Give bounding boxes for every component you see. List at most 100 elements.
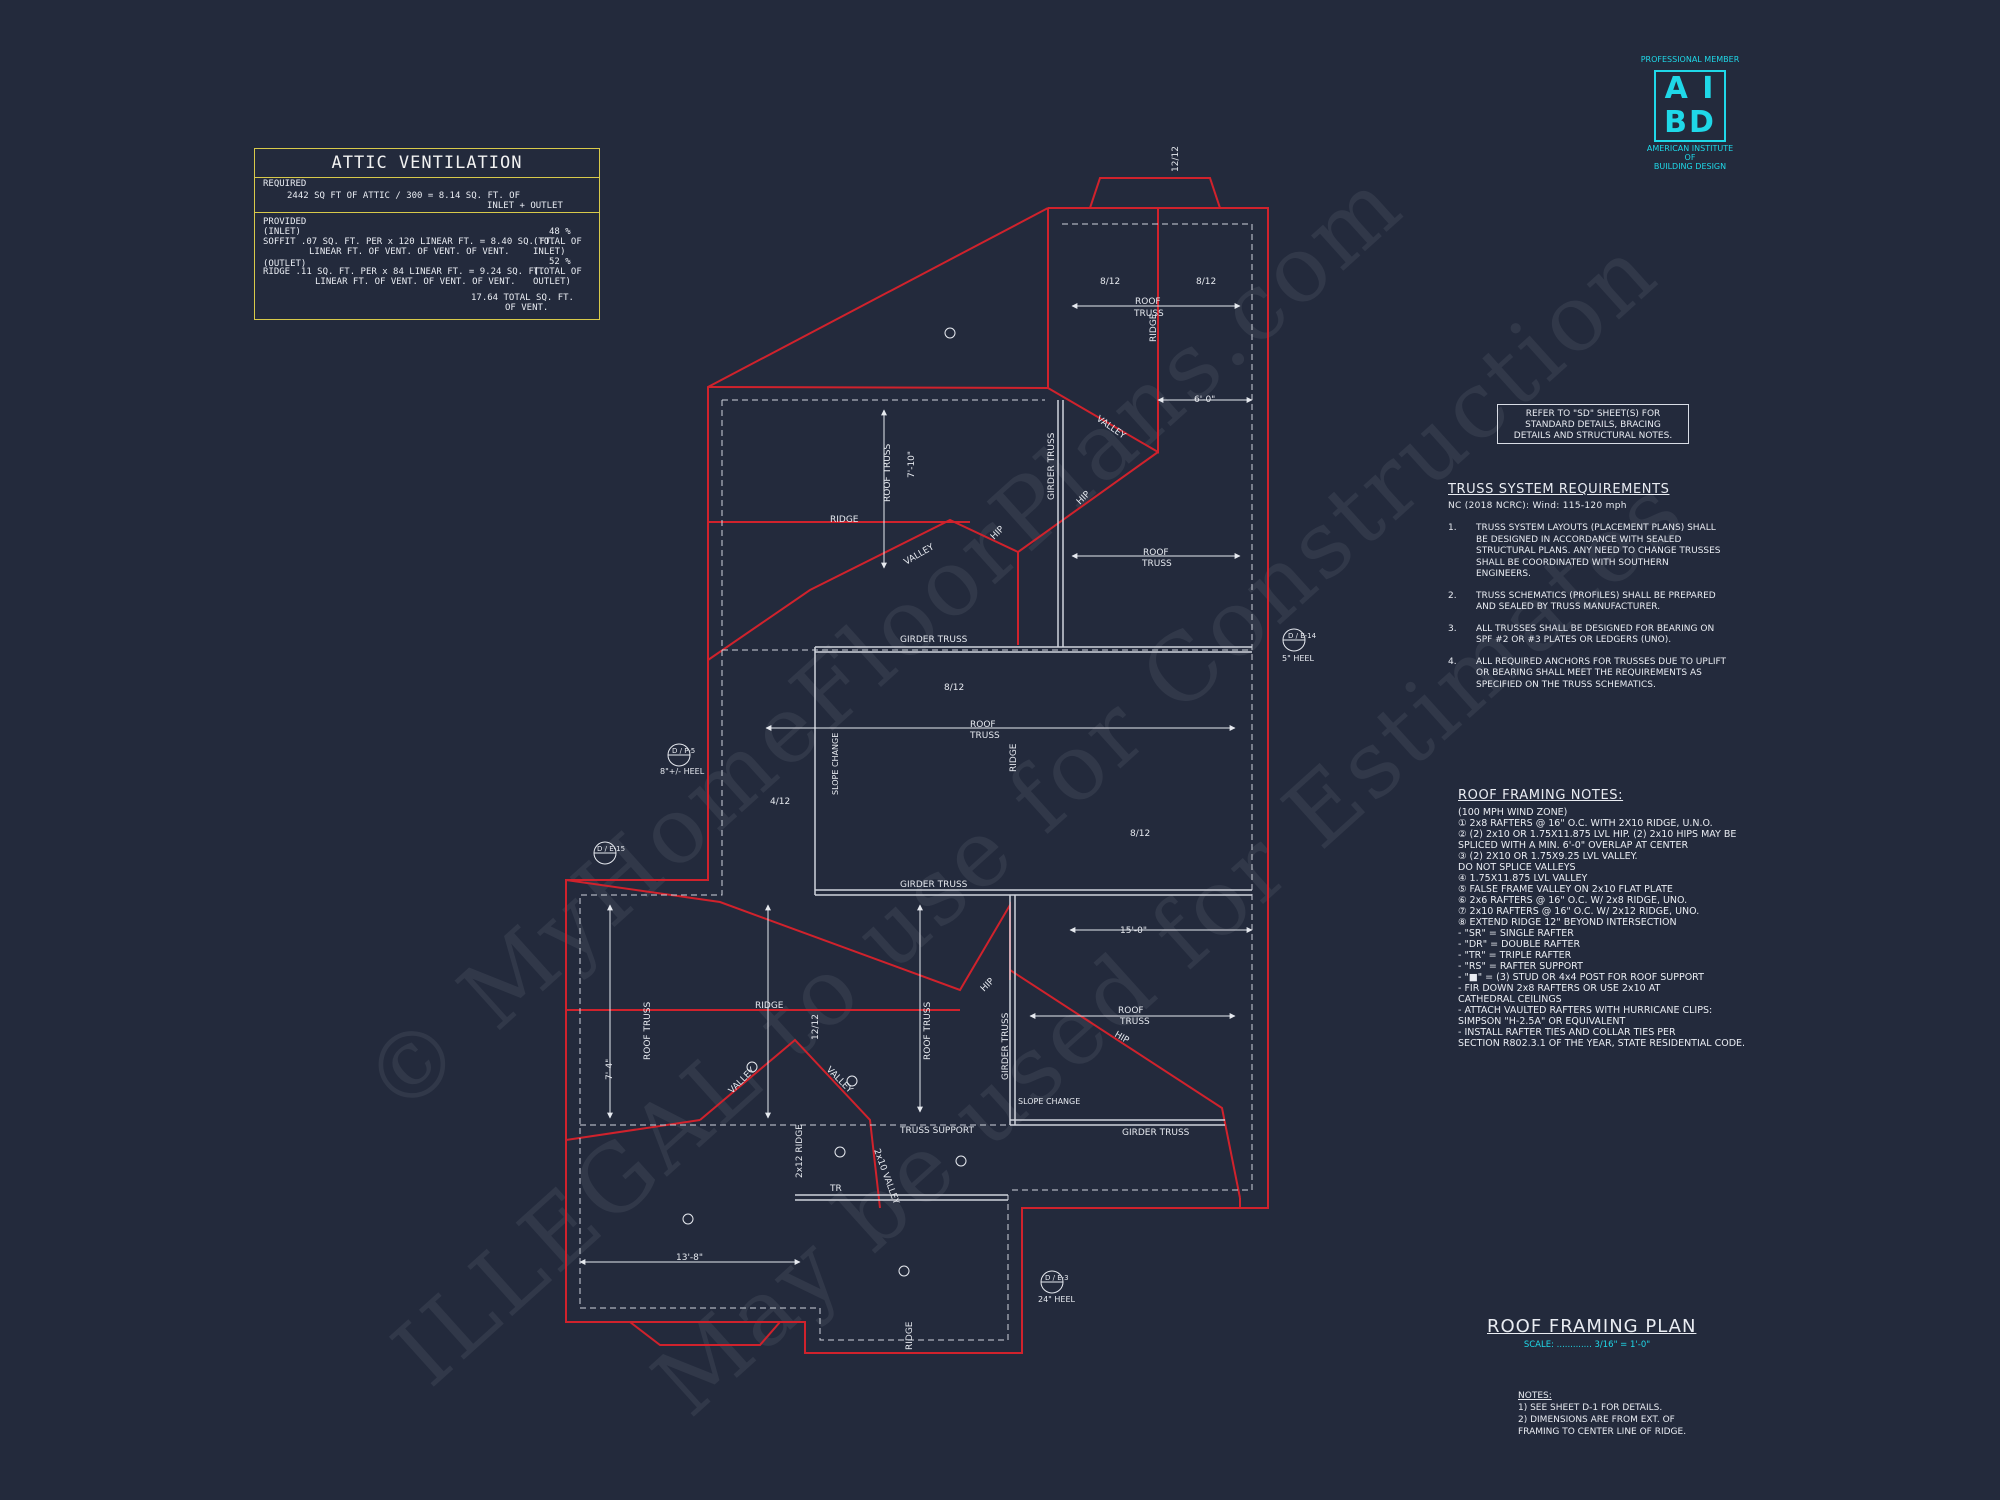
label-pitch: 8/12 xyxy=(944,683,964,693)
label-dim: 13'-8" xyxy=(676,1253,703,1263)
attic-required-line: 2442 SQ FT OF ATTIC / 300 = 8.14 SQ. FT.… xyxy=(287,191,520,201)
label-ridge: RIDGE xyxy=(1009,743,1019,772)
label-truss-support: TRUSS SUPPORT xyxy=(899,1126,974,1136)
plan-scale: SCALE: ............. 3/16" = 1'-0" xyxy=(1523,1340,1651,1350)
sheet-note-3: FRAMING TO CENTER LINE OF RIDGE. xyxy=(1518,1427,1687,1437)
label-valley: VALLEY xyxy=(1094,414,1127,441)
section-label: D / P-5 xyxy=(672,747,695,755)
label-truss: TRUSS xyxy=(1141,559,1172,569)
truss-item: 2.TRUSS SCHEMATICS (PROFILES) SHALL BE P… xyxy=(1448,590,1716,613)
label-ridge: RIDGE xyxy=(830,515,859,525)
truss-title: TRUSS SYSTEM REQUIREMENTS xyxy=(1448,482,1670,497)
label-roof: ROOF xyxy=(970,720,996,730)
label-pitch: 12/12 xyxy=(1171,146,1181,172)
sheet-notes: NOTES: 1) SEE SHEET D-1 FOR DETAILS. 2) … xyxy=(1518,1390,1686,1438)
roof-note-row: ④ 1.75X11.875 LVL VALLEY xyxy=(1458,873,1588,884)
label-hip: HIP xyxy=(1075,489,1093,507)
attic-provided-label: PROVIDED xyxy=(263,217,307,227)
roof-note-row: - "DR" = DOUBLE RAFTER xyxy=(1458,939,1581,950)
logo-box: A I BD xyxy=(1654,70,1726,142)
section-label: D / E-3 xyxy=(1045,1274,1069,1282)
label-pitch: 8/12 xyxy=(1196,277,1216,287)
roof-note-row: - "RS" = RAFTER SUPPORT xyxy=(1458,961,1583,972)
label-valley: VALLEY xyxy=(903,542,937,567)
attic-ridge-line-2: LINEAR FT. OF VENT. OF VENT. OF VENT. xyxy=(315,277,516,287)
attic-total-line-2: OF VENT. xyxy=(505,303,549,313)
section-markers xyxy=(593,628,1306,1294)
attic-soffit-line-2: LINEAR FT. OF VENT. OF VENT. OF VENT. xyxy=(309,247,510,257)
label-pitch: 8/12 xyxy=(1130,829,1150,839)
plan-title-block: ROOF FRAMING PLAN SCALE: ............. 3… xyxy=(1487,1316,1697,1350)
attic-title: ATTIC VENTILATION xyxy=(331,153,523,173)
label-dim: 7'-4" xyxy=(605,1059,615,1080)
plan-labels: ROOF TRUSS ROOF TRUSS ROOF TRUSS ROOF TR… xyxy=(660,277,1314,1304)
logo-letters-top: A I xyxy=(1664,71,1716,106)
roof-note-row: CATHEDRAL CEILINGS xyxy=(1458,994,1562,1005)
label-roof: ROOF xyxy=(1118,1006,1144,1016)
label-heel: 8"+/- HEEL xyxy=(660,767,705,776)
label-ridge-2x12: 2x12 RIDGE xyxy=(795,1124,805,1178)
label-girder-truss: GIRDER TRUSS xyxy=(900,635,968,645)
roof-note-row: ⑥ 2x6 RAFTERS @ 16" O.C. W/ 2x8 RIDGE, U… xyxy=(1458,895,1688,906)
label-pitch: 12/12 xyxy=(811,1014,821,1040)
roof-note-row: - "■" = (3) STUD OR 4x4 POST FOR ROOF SU… xyxy=(1458,972,1704,983)
label-dim: 15'-0" xyxy=(1120,926,1147,936)
roof-outline xyxy=(565,177,1269,1354)
label-hip: HIP xyxy=(1113,1030,1131,1046)
roof-note-row: ⑤ FALSE FRAME VALLEY ON 2x10 FLAT PLATE xyxy=(1458,884,1673,895)
label-ridge: RIDGE xyxy=(1149,313,1159,342)
section-label: D / E-15 xyxy=(597,845,625,853)
roof-note-row: SIMPSON "H-2.5A" OR EQUIVALENT xyxy=(1458,1016,1626,1027)
label-dim: 7'-10" xyxy=(907,451,917,478)
truss-item: 1.TRUSS SYSTEM LAYOUTS (PLACEMENT PLANS)… xyxy=(1448,523,1721,579)
label-truss: TRUSS xyxy=(1119,1017,1150,1027)
label-roof-truss: ROOF TRUSS xyxy=(883,443,893,502)
attic-soffit-percent: 48 % xyxy=(549,227,571,237)
attic-ridge-percent-note: (TOTAL OF OUTLET) xyxy=(533,267,582,287)
attic-outlet-label: (OUTLET) xyxy=(263,259,307,269)
label-tr: TR xyxy=(829,1184,842,1194)
roof-note-row: - "SR" = SINGLE RAFTER xyxy=(1458,928,1574,939)
attic-soffit-percent-note: (TOTAL OF INLET) xyxy=(533,237,582,257)
logo-caption-3: BUILDING DESIGN xyxy=(1653,162,1727,171)
label-roof-truss: ROOF TRUSS xyxy=(643,1001,653,1060)
attic-ridge-line: RIDGE .11 SQ. FT. PER x 84 LINEAR FT. = … xyxy=(263,267,545,277)
label-slope-change: SLOPE CHANGE xyxy=(1018,1097,1080,1106)
roof-note-row: ② (2) 2x10 OR 1.75X11.875 LVL HIP. (2) 2… xyxy=(1458,829,1737,840)
logo-caption-1: AMERICAN INSTITUTE xyxy=(1646,144,1734,153)
refer-line-2: STANDARD DETAILS, BRACING xyxy=(1525,420,1661,430)
roof-note-row: - FIR DOWN 2x8 RAFTERS OR USE 2x10 AT xyxy=(1458,983,1661,994)
truss-subtitle: NC (2018 NCRC): Wind: 115-120 mph xyxy=(1448,501,1627,511)
attic-inlet-label: (INLET) xyxy=(263,227,301,237)
logo-top-text: PROFESSIONAL MEMBER xyxy=(1640,55,1740,64)
note-callouts xyxy=(682,327,967,1277)
aibd-logo: PROFESSIONAL MEMBER A I BD AMERICAN INST… xyxy=(1640,55,1740,171)
attic-total-line: 17.64 TOTAL SQ. FT. xyxy=(471,293,574,303)
roof-note-row: SPLICED WITH A MIN. 6'-0" OVERLAP AT CEN… xyxy=(1458,840,1689,851)
roof-note-row: ⑧ EXTEND RIDGE 12" BEYOND INTERSECTION xyxy=(1458,917,1677,928)
attic-ventilation-table: ATTIC VENTILATION REQUIRED 2442 SQ FT OF… xyxy=(254,148,600,320)
logo-caption-2: OF xyxy=(1684,153,1696,162)
refer-to-sd-note: REFER TO "SD" SHEET(S) FOR STANDARD DETA… xyxy=(1497,404,1689,444)
roof-note-row: ① 2x8 RAFTERS @ 16" O.C. WITH 2X10 RIDGE… xyxy=(1458,818,1713,829)
label-girder-truss: GIRDER TRUSS xyxy=(1122,1128,1190,1138)
label-girder-truss: GIRDER TRUSS xyxy=(1001,1012,1011,1080)
label-truss: TRUSS xyxy=(1133,309,1164,319)
label-girder-truss: GIRDER TRUSS xyxy=(900,880,968,890)
roof-note-row: SECTION R802.3.1 OF THE YEAR, STATE RESI… xyxy=(1458,1038,1746,1049)
wall-lines xyxy=(579,223,1253,1341)
label-girder-truss: GIRDER TRUSS xyxy=(1047,432,1057,500)
roof-notes-title: ROOF FRAMING NOTES: xyxy=(1458,788,1624,803)
roof-note-row: - INSTALL RAFTER TIES AND COLLAR TIES PE… xyxy=(1458,1027,1676,1038)
label-hip: HIP xyxy=(979,976,997,994)
plan-title: ROOF FRAMING PLAN xyxy=(1487,1316,1697,1337)
label-valley: VALLEY xyxy=(824,1065,855,1096)
label-truss: TRUSS xyxy=(969,731,1000,741)
span-arrows xyxy=(579,303,1253,1265)
label-roof: ROOF xyxy=(1135,297,1161,307)
refer-line-3: DETAILS AND STRUCTURAL NOTES. xyxy=(1513,431,1673,441)
refer-line-1: REFER TO "SD" SHEET(S) FOR xyxy=(1525,409,1661,419)
attic-ridge-percent: 52 % xyxy=(549,257,571,267)
label-valley: VALLEY xyxy=(727,1065,758,1096)
sheet-note-2: 2) DIMENSIONS ARE FROM EXT. OF xyxy=(1518,1415,1675,1425)
